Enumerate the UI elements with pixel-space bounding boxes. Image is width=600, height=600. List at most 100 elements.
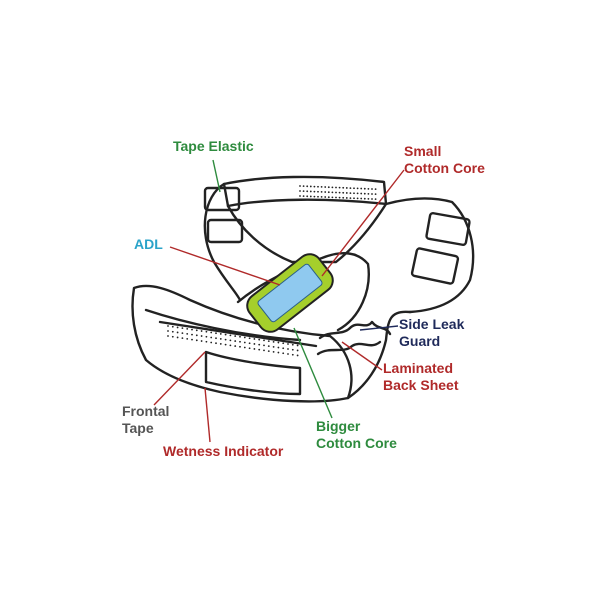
perforation-dot <box>302 185 305 188</box>
label-side-leak-guard: Side Leak Guard <box>399 316 465 349</box>
perforation-dot <box>272 345 275 348</box>
perforation-dot <box>191 333 193 336</box>
perforation-dot <box>309 185 312 188</box>
perforation-dot <box>296 344 299 347</box>
perforation-dot <box>267 350 270 353</box>
perforation-dot <box>299 195 301 197</box>
perforation-dot <box>171 335 174 338</box>
perforation-dot <box>317 185 319 188</box>
leader-small-core <box>321 169 405 277</box>
perforation-dot <box>306 185 309 188</box>
perforation-dot <box>263 349 265 352</box>
perforation-dot <box>253 338 256 340</box>
perforation-dot <box>195 329 198 332</box>
label-laminated-back-sheet: Laminated Back Sheet <box>383 360 459 393</box>
back-sheet-side <box>346 310 412 400</box>
label-adl: ADL <box>134 236 163 252</box>
perforation-dot <box>349 197 352 200</box>
leader-wetness <box>204 387 211 443</box>
label-frontal-tape: Frontal Tape <box>122 403 170 436</box>
right-tape-tab-upper <box>425 211 471 247</box>
perforation-dot <box>195 334 198 337</box>
perforation-dot <box>331 186 334 189</box>
perforation-dot <box>320 186 323 188</box>
perforation-dot <box>195 339 198 342</box>
perforation-dot <box>186 327 189 330</box>
perforation-dot <box>258 343 261 346</box>
perforation-dot <box>171 325 174 328</box>
front-section <box>131 284 353 403</box>
perforation-dot <box>367 192 370 195</box>
perforation-dot <box>239 340 241 343</box>
perforation-dot <box>331 191 334 194</box>
perforation-dot <box>282 347 285 350</box>
perforation-dot <box>360 197 363 200</box>
perforation-dot <box>342 191 345 194</box>
perforation-dot <box>371 188 373 190</box>
perforation-dot <box>287 353 289 355</box>
perforation-dot <box>248 347 251 350</box>
perforation-dot <box>327 186 330 189</box>
perforation-dot <box>335 196 337 199</box>
perforation-dot <box>239 345 241 348</box>
perforation-dot <box>356 187 359 190</box>
back-waistband <box>222 175 388 208</box>
label-bigger-cotton-core: Bigger Cotton Core <box>316 418 397 451</box>
perforation-dot <box>243 341 246 344</box>
perforation-dot <box>374 198 377 201</box>
left-tape-tab-upper <box>203 186 241 212</box>
perforation-dot <box>353 197 355 200</box>
perforation-dot <box>215 342 217 345</box>
front-band-dots <box>167 325 299 357</box>
perforation-dot <box>360 187 363 190</box>
perforation-dot <box>317 195 319 198</box>
perforation-dot <box>291 348 294 351</box>
perforation-dot <box>335 191 337 194</box>
perforation-dot <box>302 195 305 198</box>
perforation-dot <box>324 191 327 193</box>
perforation-dot <box>191 338 193 341</box>
perforation-dot <box>234 340 237 342</box>
perforation-dot <box>320 196 323 198</box>
perforation-dot <box>363 192 366 195</box>
perforation-dot <box>353 192 355 195</box>
perforation-dot <box>309 190 312 193</box>
perforation-dot <box>167 330 169 332</box>
front-waistband <box>144 308 302 342</box>
perforation-dot <box>229 339 232 342</box>
perforation-dot <box>253 348 256 350</box>
perforation-dot <box>331 196 334 199</box>
perforation-dot <box>309 195 312 198</box>
perforation-dot <box>291 343 294 346</box>
perforation-dot <box>215 332 217 335</box>
perforation-dot <box>282 352 285 355</box>
perforation-dot <box>349 187 352 190</box>
perforation-dot <box>263 339 265 342</box>
adl-layer <box>257 263 323 323</box>
leader-adl <box>169 246 281 286</box>
perforation-dot <box>306 195 309 198</box>
perforation-dot <box>210 331 213 334</box>
perforation-dot <box>302 190 305 193</box>
perforation-dot <box>205 340 208 343</box>
perforation-dot <box>234 335 237 337</box>
perforation-dot <box>338 196 341 199</box>
perforation-dot <box>327 191 330 194</box>
perforation-dot <box>224 338 227 341</box>
leader-bigger-core <box>293 327 333 419</box>
perforation-dot <box>234 345 237 347</box>
perforation-dot <box>200 340 203 342</box>
perforation-dot <box>229 334 232 337</box>
side-leak-guard-ruffle-lower <box>316 340 382 356</box>
perforation-dot <box>205 335 208 338</box>
perforation-dot <box>224 333 227 336</box>
perforation-dot <box>371 193 373 195</box>
perforation-dot <box>176 331 179 334</box>
frontal-tape-band <box>158 320 318 348</box>
perforation-dot <box>335 186 337 189</box>
perforation-dot <box>186 337 189 340</box>
left-tape-tab-lower <box>206 218 244 244</box>
perforation-dot <box>324 196 327 198</box>
perforation-dot <box>277 346 280 349</box>
